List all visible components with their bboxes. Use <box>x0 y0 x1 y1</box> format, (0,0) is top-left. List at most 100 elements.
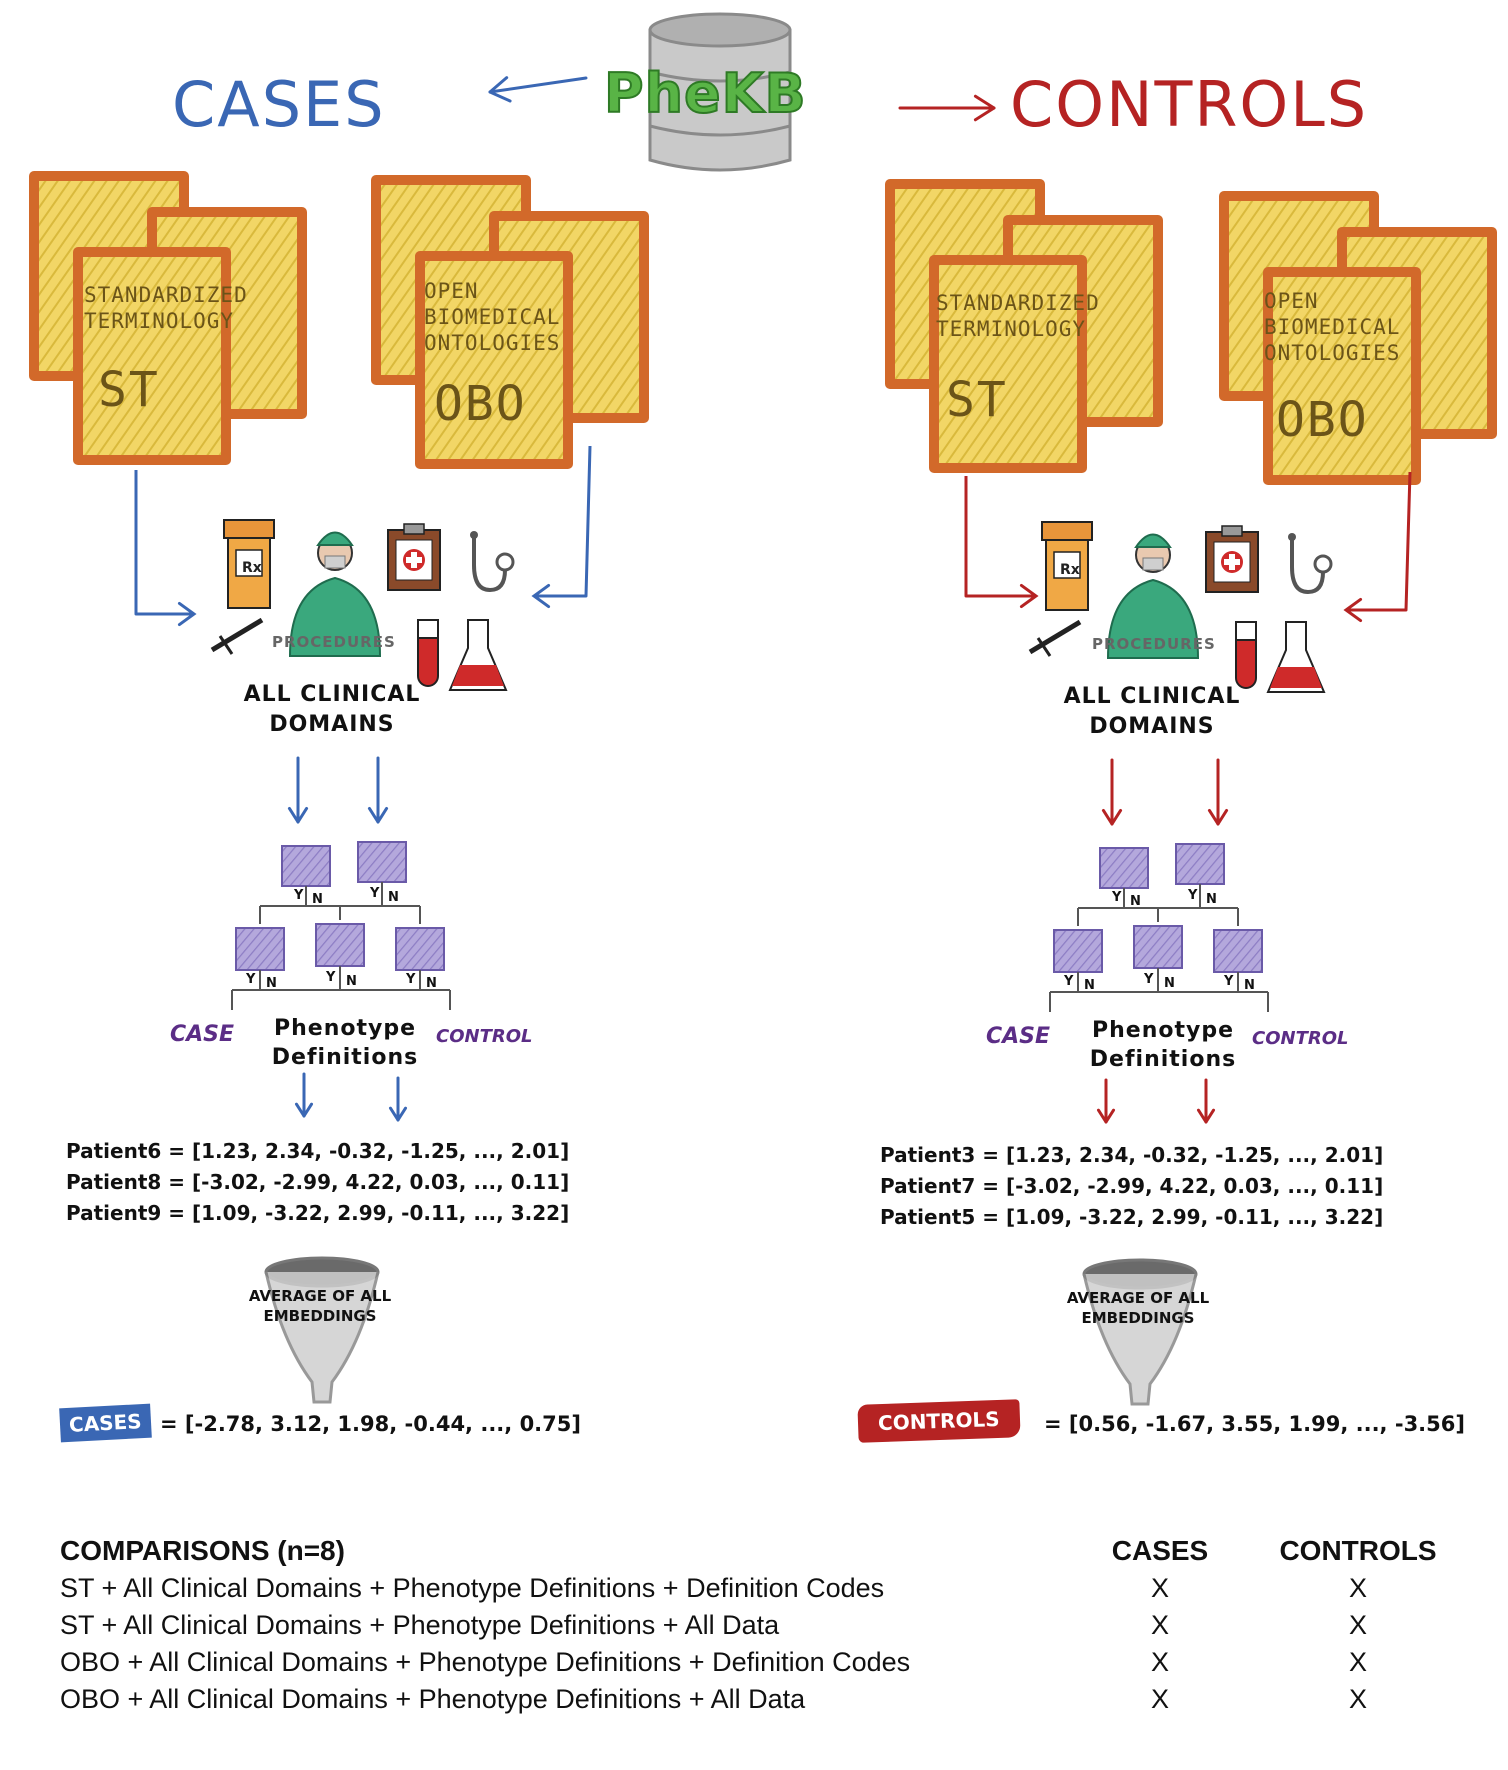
patient-row: Patient7 = [-3.02, -2.99, 4.22, 0.03, ..… <box>880 1174 1384 1198</box>
cases-clipboard-clip <box>403 523 425 535</box>
controls-obo-label: OPEN BIOMEDICAL ONTOLOGIES <box>1264 288 1400 366</box>
cases-pheno-arrow-2-head <box>388 1106 408 1122</box>
yes-label: Y <box>1112 890 1122 905</box>
controls-rx-label: Rx <box>1060 562 1080 578</box>
no-label: N <box>1130 894 1141 909</box>
controls-clipboard-clip <box>1221 525 1243 537</box>
pheno-line2: Definitions <box>1089 1047 1237 1072</box>
yes-label: Y <box>370 886 380 901</box>
phekb-label: PheKB <box>603 61 807 126</box>
cases-obo-label: OPEN BIOMEDICAL ONTOLOGIES <box>424 278 560 356</box>
cases-domain-arrow-1-head <box>287 806 309 824</box>
controls-obo-arrow <box>1346 471 1412 612</box>
cases-phenotype-label: Phenotype Definitions <box>262 1014 428 1072</box>
table-row: ST + All Clinical Domains + Phenotype De… <box>60 1570 1468 1607</box>
yes-label: Y <box>294 888 304 903</box>
cases-mark: X <box>1150 1573 1169 1603</box>
cases-test-tube-top <box>417 619 439 639</box>
pheno-line1: Phenotype <box>273 1016 416 1041</box>
cases-average-vector: = [-2.78, 3.12, 1.98, -0.44, ..., 0.75] <box>160 1412 581 1436</box>
comparisons-header-row: COMPARISONS (n=8) CASES CONTROLS <box>60 1532 1468 1570</box>
cases-tree-node <box>315 923 365 967</box>
comparison-label: ST + All Clinical Domains + Phenotype De… <box>60 1573 885 1603</box>
avg-line2: EMBEDDINGS <box>263 1307 377 1325</box>
no-label: N <box>1164 976 1175 991</box>
cases-surgeon-icon <box>288 576 382 657</box>
controls-funnel-body <box>1082 1273 1198 1406</box>
cases-average-label: AVERAGE OF ALL EMBEDDINGS <box>230 1286 410 1326</box>
controls-st-abbr: ST <box>946 372 1008 428</box>
comparisons-header: COMPARISONS (n=8) <box>60 1535 345 1566</box>
controls-control-label: CONTROL <box>1252 1028 1349 1049</box>
domains-line1: ALL CLINICAL <box>243 682 421 707</box>
no-label: N <box>1206 892 1217 907</box>
cases-mark: X <box>1150 1610 1169 1640</box>
controls-st-arrow-head <box>1019 583 1039 609</box>
phekb-to-controls-arrow-head <box>973 94 996 122</box>
patient-row: Patient8 = [-3.02, -2.99, 4.22, 0.03, ..… <box>66 1170 570 1194</box>
cases-syringe-icon <box>210 617 264 653</box>
obo-label-line3: ONTOLOGIES <box>424 331 561 355</box>
no-label: N <box>346 974 357 989</box>
cases-domain-arrow-2-head <box>367 806 389 824</box>
controls-mark: X <box>1348 1573 1367 1603</box>
controls-stethoscope-icon <box>1290 537 1325 595</box>
yes-label: Y <box>1064 974 1074 989</box>
cases-obo-abbr: OBO <box>434 376 527 432</box>
controls-phenotype-label: Phenotype Definitions <box>1080 1016 1246 1074</box>
cases-surgeon-cap <box>316 531 354 546</box>
controls-tree-node <box>1053 929 1103 973</box>
controls-average-vector: = [0.56, -1.67, 3.55, 1.99, ..., -3.56] <box>1044 1412 1465 1436</box>
controls-syringe-icon <box>1028 619 1082 655</box>
controls-surgeon-icon <box>1106 578 1200 659</box>
avg-line2: EMBEDDINGS <box>1081 1309 1195 1327</box>
cases-pill-bottle-icon <box>223 519 275 539</box>
cases-tree-node <box>357 841 407 883</box>
pheno-line1: Phenotype <box>1091 1018 1234 1043</box>
controls-pheno-arrow-2-head <box>1196 1108 1216 1124</box>
no-label: N <box>312 892 323 907</box>
table-row: ST + All Clinical Domains + Phenotype De… <box>60 1607 1468 1644</box>
obo-label-line2: BIOMEDICAL <box>424 305 561 329</box>
controls-mark: X <box>1348 1610 1367 1640</box>
controls-tree-node <box>1133 925 1183 969</box>
st-label-line2: TERMINOLOGY <box>936 317 1087 341</box>
patient-row: Patient9 = [1.09, -3.22, 2.99, -0.11, ..… <box>66 1201 570 1225</box>
yes-label: Y <box>246 972 256 987</box>
cases-mark: X <box>1150 1684 1169 1714</box>
cases-stethoscope-ear <box>470 531 478 539</box>
controls-tree-node <box>1175 843 1225 885</box>
cases-patient-list: Patient6 = [1.23, 2.34, -0.32, -1.25, ..… <box>66 1136 569 1229</box>
obo-label-line1: OPEN <box>424 279 479 303</box>
cases-st-label: STANDARDIZED TERMINOLOGY <box>84 282 248 334</box>
database-top <box>648 12 792 48</box>
controls-domain-arrow-1-head <box>1101 808 1123 826</box>
patient-row: Patient5 = [1.09, -3.22, 2.99, -0.11, ..… <box>880 1205 1384 1229</box>
cases-surgeon-mask <box>324 555 346 569</box>
yes-label: Y <box>406 972 416 987</box>
yes-label: Y <box>326 970 336 985</box>
controls-mark: X <box>1348 1647 1367 1677</box>
controls-surgeon-cap <box>1134 533 1172 548</box>
controls-st-label: STANDARDIZED TERMINOLOGY <box>936 290 1100 342</box>
st-label-line2: TERMINOLOGY <box>84 309 235 333</box>
controls-surgeon-mask <box>1142 557 1164 571</box>
avg-line1: AVERAGE OF ALL <box>248 1287 392 1305</box>
cases-tree-node <box>395 927 445 971</box>
controls-st-doc-page <box>929 255 1087 473</box>
yes-label: Y <box>1224 974 1234 989</box>
controls-obo-doc-page <box>1263 267 1421 485</box>
comparison-label: OBO + All Clinical Domains + Phenotype D… <box>60 1647 911 1677</box>
domains-line2: DOMAINS <box>269 712 395 737</box>
controls-pill-bottle-icon <box>1041 521 1093 541</box>
controls-obo-abbr: OBO <box>1276 392 1369 448</box>
comparison-label: OBO + All Clinical Domains + Phenotype D… <box>60 1684 806 1714</box>
avg-line1: AVERAGE OF ALL <box>1066 1289 1210 1307</box>
cases-rx-label-box <box>235 549 263 577</box>
controls-domain-arrow-2-head <box>1207 808 1229 826</box>
cases-syringe-grip <box>218 635 234 655</box>
controls-clipboard-paper <box>1213 541 1251 583</box>
controls-tree-node <box>1099 847 1149 889</box>
no-label: N <box>388 890 399 905</box>
